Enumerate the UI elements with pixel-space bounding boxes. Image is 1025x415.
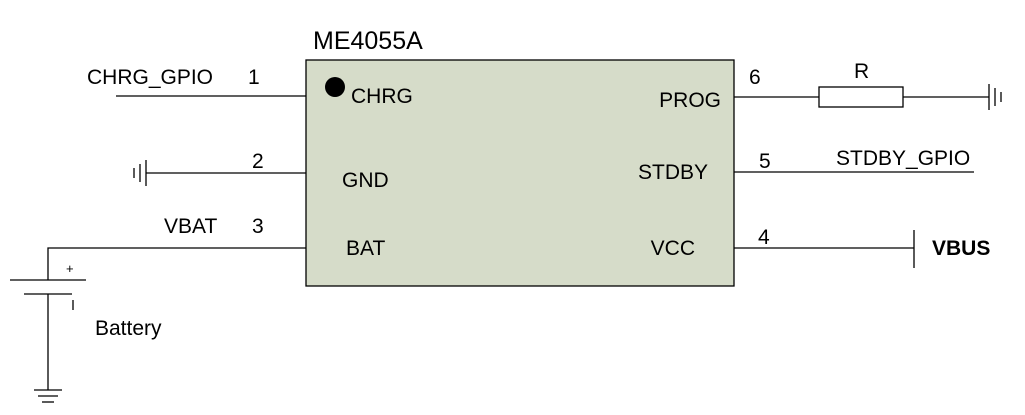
pin-number-1: 1 bbox=[248, 66, 260, 89]
pin-label-stdby: STDBY bbox=[638, 161, 708, 184]
chip-body bbox=[305, 59, 735, 287]
pin-number-4: 4 bbox=[758, 226, 770, 249]
pin-label-prog: PROG bbox=[659, 89, 721, 112]
net-label-chrg-gpio: CHRG_GPIO bbox=[87, 66, 213, 89]
resistor-label: R bbox=[854, 60, 869, 83]
pin-label-chrg: CHRG bbox=[351, 85, 413, 108]
ground-symbol-icon bbox=[133, 160, 147, 186]
battery-plus-sign: + bbox=[66, 261, 74, 276]
net-label-vbat: VBAT bbox=[164, 215, 217, 238]
resistor-icon bbox=[818, 86, 904, 108]
pin1-dot-icon bbox=[325, 77, 345, 97]
pin-number-5: 5 bbox=[759, 150, 771, 173]
net-label-vbus: VBUS bbox=[932, 237, 990, 260]
ground-symbol-icon bbox=[988, 84, 1002, 110]
ground-symbol-icon bbox=[34, 389, 62, 403]
chip-name: ME4055A bbox=[313, 27, 423, 55]
pin-number-6: 6 bbox=[749, 66, 761, 89]
pin-label-gnd: GND bbox=[342, 169, 389, 192]
net-label-stdby-gpio: STDBY_GPIO bbox=[836, 147, 970, 170]
pin-label-vcc: VCC bbox=[651, 237, 695, 260]
wire-pin3-vbat bbox=[47, 247, 306, 280]
battery-label: Battery bbox=[95, 317, 162, 340]
pin-number-2: 2 bbox=[252, 150, 264, 173]
pin-label-bat: BAT bbox=[346, 237, 385, 260]
pin-number-3: 3 bbox=[252, 215, 264, 238]
